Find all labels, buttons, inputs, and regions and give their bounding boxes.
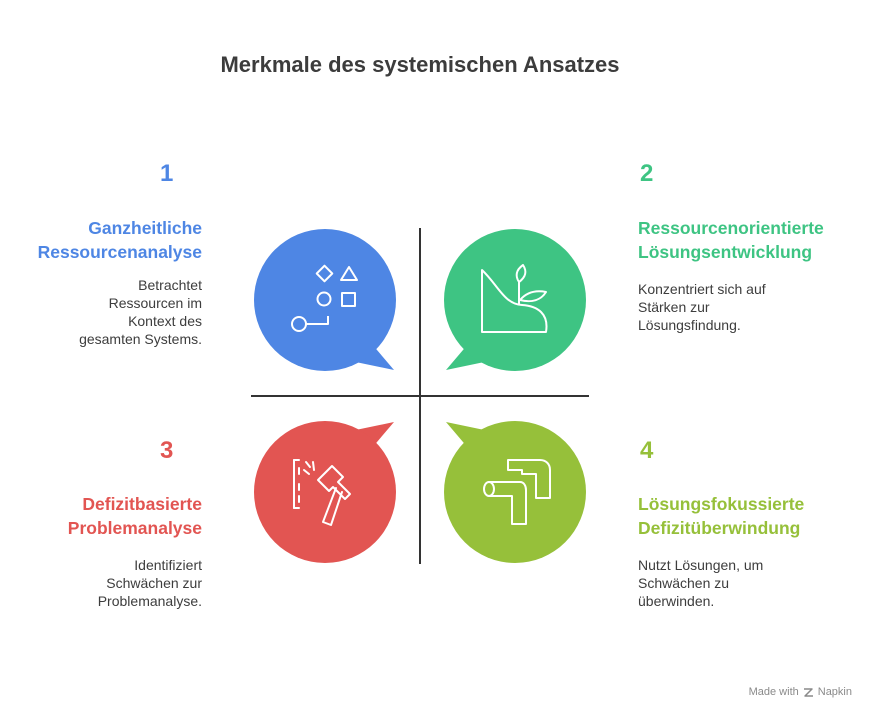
brand-name: Napkin: [817, 686, 852, 698]
bubble-1: [254, 229, 396, 371]
bubble-4: [444, 421, 586, 563]
description-4-line-1: Nutzt Lösungen, um: [638, 557, 764, 573]
page-title: Merkmale des systemischen Ansatzes: [220, 52, 620, 77]
description-2: Konzentriert sich auf Stärken zur Lösung…: [638, 280, 858, 334]
napkin-logo-icon: [803, 687, 813, 697]
heading-2-line-2: Lösungsentwicklung: [638, 242, 813, 262]
description-2-line-2: Stärken zur: [638, 299, 710, 315]
heading-1-line-1: Ganzheitliche: [88, 218, 202, 238]
bubble-3: [254, 421, 396, 563]
description-4-line-2: Schwächen zu: [638, 575, 730, 591]
description-3-line-2: Schwächen zur: [106, 575, 202, 591]
description-2-line-1: Konzentriert sich auf: [638, 281, 766, 297]
description-1-line-1: Betrachtet: [138, 277, 202, 293]
made-with-label: Made with: [748, 686, 799, 698]
bubble-4-circle: [444, 421, 586, 563]
napkin-branding: Made with Napkin: [749, 686, 852, 698]
heading-3-line-2: Problemanalyse: [67, 518, 202, 538]
hammer-icon: [293, 459, 351, 526]
description-3: Identifiziert Schwächen zur Problemanaly…: [2, 556, 202, 610]
description-4: Nutzt Lösungen, um Schwächen zu überwind…: [638, 556, 858, 610]
description-1-line-3: Kontext des: [128, 313, 202, 329]
pipe-icon: [483, 459, 551, 525]
heading-4-line-1: Lösungsfokussierte: [638, 494, 805, 514]
number-3: 3: [160, 437, 174, 464]
heading-3-line-1: Defizitbasierte: [82, 494, 202, 514]
shapes-icon: [291, 264, 358, 332]
number-1: 1: [160, 160, 174, 187]
heading-2: Ressourcenorientierte Lösungsentwicklung: [638, 216, 868, 264]
number-4: 4: [640, 437, 654, 464]
heading-3: Defizitbasierte Problemanalyse: [0, 492, 202, 540]
heading-4-line-2: Defizitüberwindung: [638, 518, 801, 538]
bubble-1-circle: [254, 229, 396, 371]
heading-1-line-2: Ressourcenanalyse: [37, 242, 202, 262]
heading-4: Lösungsfokussierte Defizitüberwindung: [638, 492, 868, 540]
description-3-line-3: Problemanalyse.: [97, 593, 202, 609]
heading-1: Ganzheitliche Ressourcenanalyse: [0, 216, 202, 264]
description-1-line-4: gesamten Systems.: [79, 331, 202, 347]
bubble-2: [444, 229, 586, 371]
sprout-icon: [481, 264, 548, 333]
description-1: Betrachtet Ressourcen im Kontext des ges…: [2, 276, 202, 348]
heading-2-line-1: Ressourcenorientierte: [638, 218, 824, 238]
bubble-3-circle: [254, 421, 396, 563]
number-2: 2: [640, 160, 654, 187]
description-1-line-2: Ressourcen im: [108, 295, 202, 311]
description-4-line-3: überwinden.: [638, 593, 715, 609]
bubble-2-circle: [444, 229, 586, 371]
description-2-line-3: Lösungsfindung.: [638, 317, 741, 333]
description-3-line-1: Identifiziert: [134, 557, 202, 573]
